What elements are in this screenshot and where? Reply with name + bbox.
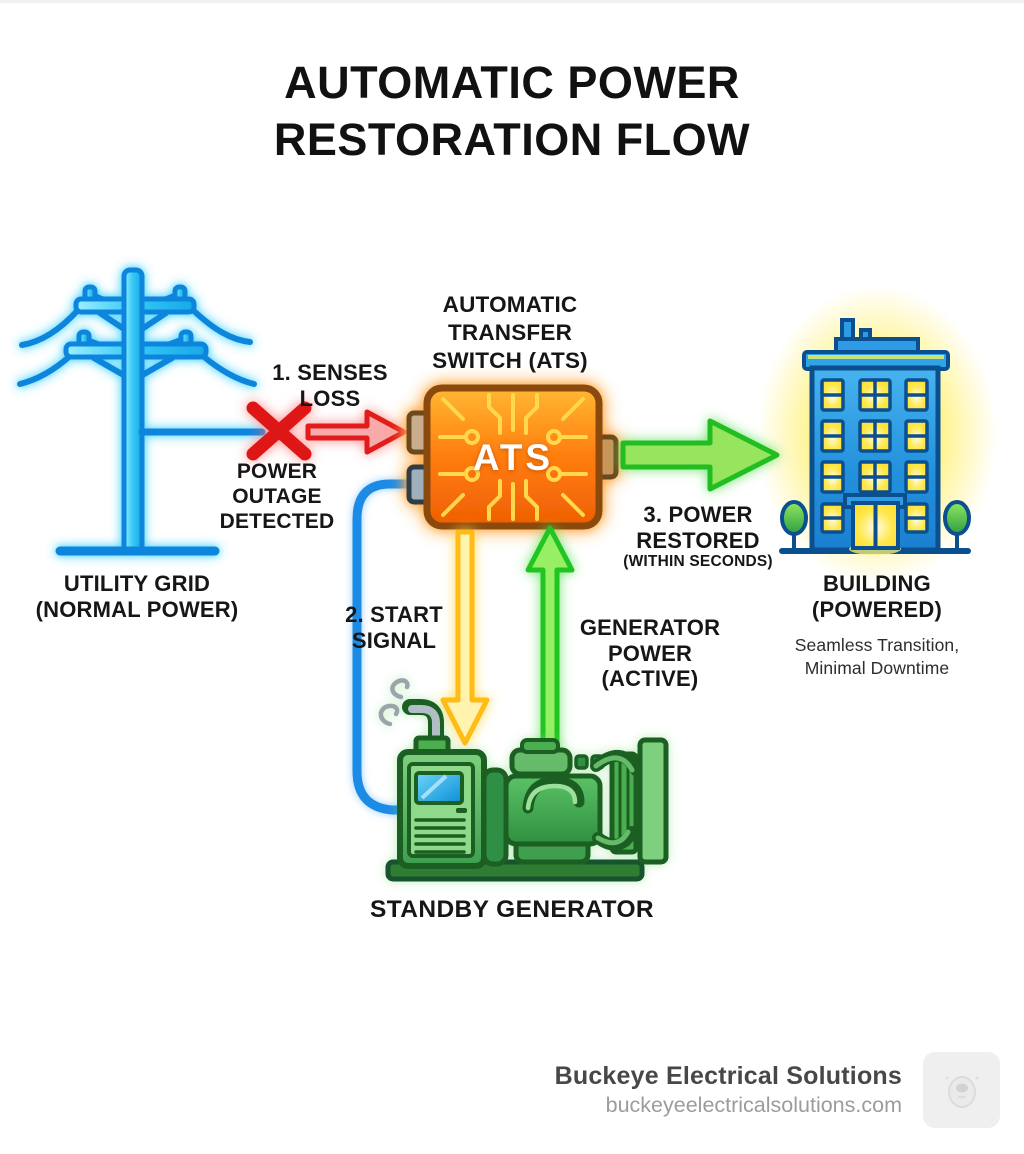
step3-label: 3. POWER RESTORED (636, 502, 760, 553)
flywheel-housing (481, 767, 509, 867)
circuit-traces (438, 393, 588, 521)
page-title: AUTOMATIC POWER RESTORATION FLOW (273, 57, 751, 165)
step3-note: (WITHIN SECONDS) (623, 553, 773, 570)
step2-label: 2. START SIGNAL (345, 602, 443, 653)
footer-website: buckeyeelectricalsolutions.com (605, 1093, 902, 1117)
ats-heading: AUTOMATIC TRANSFER SWITCH (ATS) (432, 292, 588, 373)
transfer-switch-chip-icon (406, 384, 619, 530)
generator-power-arrow-icon (525, 525, 575, 751)
building-label: BUILDING (POWERED) (811, 571, 943, 622)
utility-grid-label: UTILITY GRID (NORMAL POWER) (35, 571, 239, 622)
standby-generator-label: STANDBY GENERATOR (369, 896, 655, 923)
radiator-back (637, 737, 669, 865)
brand-logo (923, 1052, 1000, 1128)
power-pole-icon (17, 267, 266, 556)
building-door (851, 501, 900, 550)
top-edge-artifact (0, 0, 1024, 3)
ats-chip-text: ATS (472, 437, 554, 478)
footer-brand: Buckeye Electrical Solutions (554, 1062, 902, 1090)
standby-generator-icon (378, 678, 669, 882)
step1-label: 1. SENSES LOSS (272, 360, 388, 411)
start-signal-wire (352, 479, 418, 815)
building-sublabel: Seamless Transition, Minimal Downtime (794, 635, 960, 678)
exhaust-smoke-icon (378, 678, 410, 727)
red-x-icon (246, 401, 312, 461)
building-windows (820, 378, 929, 534)
step1-note: POWER OUTAGE DETECTED (219, 460, 335, 533)
tree-icon (943, 500, 971, 551)
tree-icon (780, 500, 808, 551)
start-signal-arrow-icon (440, 529, 490, 746)
office-building-icon (779, 318, 971, 555)
lightbulb-watermark-icon (945, 1076, 979, 1108)
power-restored-arrow-icon (620, 418, 780, 492)
generator-power-label: GENERATOR POWER (ACTIVE) (579, 615, 721, 691)
footer: Buckeye Electrical Solutions buckeyeelec… (555, 1062, 902, 1118)
senses-loss-arrow-icon (305, 409, 407, 455)
